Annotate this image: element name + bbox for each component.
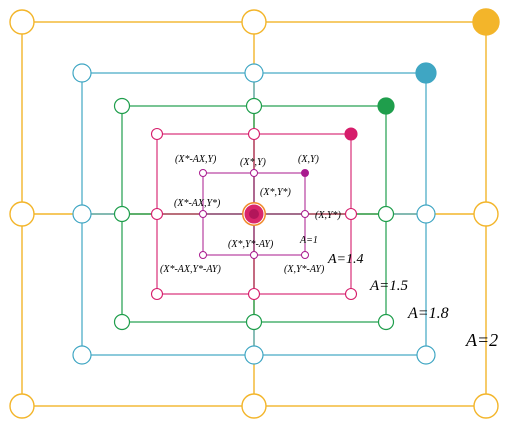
label-mid-right: (X,Y*) bbox=[315, 210, 342, 221]
center-core bbox=[249, 209, 259, 219]
grid-node bbox=[199, 210, 207, 218]
grid-node bbox=[150, 207, 164, 221]
label-bottom-mid: (X*,Y*-AY) bbox=[228, 239, 274, 250]
grid-node bbox=[245, 313, 263, 331]
current-point-marker bbox=[344, 127, 358, 141]
grid-node bbox=[244, 63, 264, 83]
grid-node bbox=[247, 287, 261, 301]
grid-node bbox=[72, 345, 92, 365]
center-layer bbox=[242, 202, 266, 226]
label-bottom-right: (X,Y*-AY) bbox=[284, 264, 325, 275]
grid-node bbox=[113, 313, 131, 331]
grid-node bbox=[301, 210, 309, 218]
grid-node bbox=[377, 313, 395, 331]
grid-node bbox=[113, 205, 131, 223]
grid-node bbox=[377, 205, 395, 223]
label-mid-left: (X*-AX,Y*) bbox=[174, 198, 221, 209]
grid-node bbox=[241, 9, 267, 35]
square-a2 bbox=[9, 8, 500, 419]
grid-node bbox=[301, 251, 309, 259]
grid-node bbox=[250, 169, 258, 177]
label-top-mid: (X*,Y) bbox=[240, 157, 267, 168]
label-center: (X*,Y*) bbox=[260, 187, 292, 198]
label-bottom-left: (X*-AX,Y*-AY) bbox=[160, 264, 221, 275]
grid-node bbox=[416, 345, 436, 365]
grid-node bbox=[416, 204, 436, 224]
squares-layer bbox=[9, 8, 500, 419]
label-a14: A=1.4 bbox=[327, 252, 364, 267]
grid-node bbox=[473, 201, 499, 227]
label-a15: A=1.5 bbox=[369, 278, 409, 294]
grid-node bbox=[113, 97, 131, 115]
current-point-marker bbox=[472, 8, 500, 36]
grid-node bbox=[344, 287, 358, 301]
grid-node bbox=[241, 393, 267, 419]
grid-node bbox=[72, 204, 92, 224]
grid-node bbox=[250, 251, 258, 259]
grid-node bbox=[150, 287, 164, 301]
label-a2: A=2 bbox=[465, 330, 498, 350]
label-top-left: (X*-AX,Y) bbox=[175, 154, 217, 165]
label-a1: A=1 bbox=[299, 235, 318, 246]
grid-node bbox=[72, 63, 92, 83]
current-point-marker bbox=[415, 62, 437, 84]
grid-node bbox=[473, 393, 499, 419]
label-a18: A=1.8 bbox=[407, 305, 449, 322]
grid-node bbox=[9, 201, 35, 227]
grid-node bbox=[247, 127, 261, 141]
labels-layer: (X*-AX,Y) (X*,Y) (X,Y) (X*,Y*) (X*-AX,Y*… bbox=[160, 154, 498, 350]
current-point-marker bbox=[377, 97, 395, 115]
grid-node bbox=[199, 169, 207, 177]
label-top-right: (X,Y) bbox=[298, 154, 320, 165]
grid-node bbox=[150, 127, 164, 141]
grid-node bbox=[245, 97, 263, 115]
grid-node bbox=[344, 207, 358, 221]
grid-node bbox=[9, 393, 35, 419]
current-point-marker bbox=[301, 169, 309, 177]
grid-node bbox=[9, 9, 35, 35]
grid-node bbox=[244, 345, 264, 365]
grid-node bbox=[199, 251, 207, 259]
